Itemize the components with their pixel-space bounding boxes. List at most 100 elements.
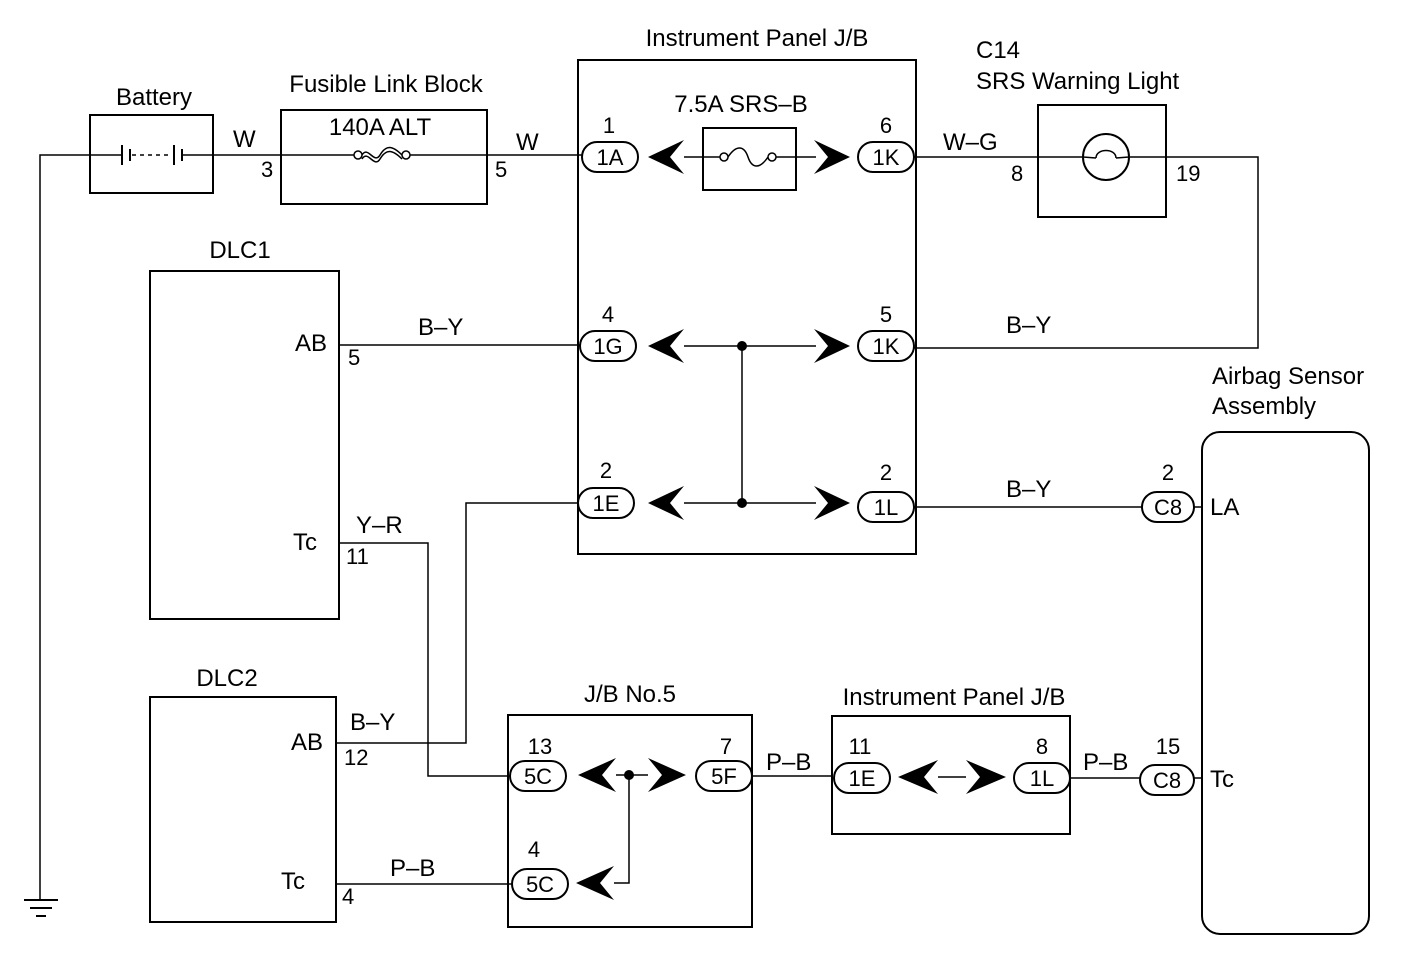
fusible-link-rating: 140A ALT — [329, 114, 432, 141]
instrument-panel-jb-top-title: Instrument Panel J/B — [646, 25, 869, 52]
connector-1e-label: 1E — [593, 491, 620, 516]
connector-5c-top-label: 5C — [524, 764, 552, 789]
chevron-1g — [648, 329, 684, 363]
sensor-la-terminal: LA — [1210, 494, 1239, 521]
fusible-link-block-box — [280, 109, 488, 205]
wire-color-sensor-la: B–Y — [1006, 476, 1051, 503]
splice-dots — [624, 341, 747, 780]
pin-jb5-5c-top: 13 — [528, 734, 552, 759]
wire-color-fl-to-jb: W — [516, 129, 539, 156]
wire-color-dlc1-ab: B–Y — [418, 314, 463, 341]
wire-color-dlc2-tc: P–B — [390, 855, 435, 882]
pin-jb5-5c-bottom: 4 — [528, 837, 540, 862]
pin-jb-1g: 4 — [602, 302, 614, 327]
pin-ipjb-1e: 11 — [849, 734, 872, 759]
connector-c8-la: C8 — [1141, 491, 1195, 523]
fusible-link-block-title: Fusible Link Block — [289, 71, 483, 98]
wire-color-labels: W W W–G B–Y B–Y B–Y Y–R B–Y P–B P–B P–B — [233, 126, 1128, 882]
srs-fuse-title: 7.5A SRS–B — [674, 91, 807, 118]
dlc1-title: DLC1 — [209, 237, 270, 264]
srs-fuse-symbol — [719, 147, 777, 167]
fusible-link-symbol — [353, 146, 411, 163]
dlc2-title: DLC2 — [196, 665, 257, 692]
connector-5f-label: 5F — [711, 764, 737, 789]
connector-5c-bottom-label: 5C — [526, 872, 554, 897]
chevron-1e — [648, 486, 684, 520]
connector-c8-tc-label: C8 — [1153, 768, 1181, 793]
pin-jb-1l: 2 — [880, 460, 892, 485]
chevron-ipjb-1l — [966, 760, 1006, 794]
jb-no5-box — [507, 714, 753, 928]
ground-wire — [39, 154, 94, 900]
connector-ipjb-1e: 1E — [833, 762, 891, 794]
jb5-splice-down — [614, 775, 630, 884]
wire-color-dlc2-ab: B–Y — [350, 709, 395, 736]
chevron-1k-top — [814, 140, 850, 174]
pin-jb-1k-top: 6 — [880, 113, 892, 138]
connector-1g: 1G — [579, 330, 637, 362]
chevron-ipjb-1e — [898, 760, 938, 794]
warning-lamp-symbol — [1082, 133, 1130, 181]
connector-1e: 1E — [577, 487, 635, 519]
pin-sensor-tc: 15 — [1156, 734, 1180, 759]
warning-light-title: SRS Warning Light — [976, 68, 1180, 95]
wire-warning-light-return — [914, 156, 1259, 349]
chevron-5c-top — [578, 758, 616, 792]
pin-jb-1k-mid: 5 — [880, 302, 892, 327]
connector-1g-label: 1G — [593, 334, 622, 359]
wire-color-jb-to-light: W–G — [943, 129, 998, 156]
wire-color-dlc1-tc: Y–R — [356, 512, 403, 539]
connector-1l: 1L — [857, 491, 915, 523]
pin-light-out: 19 — [1176, 161, 1200, 186]
connector-1a: 1A — [581, 141, 639, 173]
srs-fuse-box — [702, 127, 797, 191]
wire-color-jb5-to-ipjb: P–B — [766, 749, 811, 776]
pin-jb5-5f: 7 — [720, 734, 732, 759]
wire-color-ipjb-to-sensor: P–B — [1083, 749, 1128, 776]
battery-title: Battery — [116, 84, 192, 111]
wire-dlc2-ab-to-1e — [336, 502, 578, 744]
connector-1k-top-label: 1K — [873, 145, 900, 170]
dlc1-tc-terminal: Tc — [293, 529, 317, 556]
connector-ipjb-1l: 1L — [1013, 762, 1071, 794]
pin-numbers: 3 5 1 6 8 19 5 4 5 2 2 2 11 12 4 13 7 4 … — [261, 113, 1200, 909]
instrument-panel-jb-top-box — [577, 59, 917, 555]
battery-box — [89, 114, 214, 194]
pin-sensor-la: 2 — [1162, 460, 1174, 485]
wire-dlc1-tc-to-5c — [338, 542, 510, 777]
connector-pills: 1A 1K 1G 1K 1E 1L C8 5C — [509, 141, 1195, 900]
connector-c8-tc: C8 — [1139, 764, 1195, 796]
battery-symbol — [121, 145, 183, 165]
wire-color-light-return: B–Y — [1006, 312, 1051, 339]
pin-fl-in: 3 — [261, 157, 273, 182]
pin-ipjb-1l: 8 — [1036, 734, 1048, 759]
wire-color-bat-to-fl: W — [233, 126, 256, 153]
dlc2-ab-terminal: AB — [291, 729, 323, 756]
connector-1l-label: 1L — [874, 495, 898, 520]
pin-fl-out: 5 — [495, 157, 507, 182]
srs-warning-light-box — [1037, 104, 1167, 218]
terminal-labels: AB Tc AB Tc LA Tc — [281, 330, 1239, 895]
connector-1k-top: 1K — [857, 141, 915, 173]
pin-dlc1-tc: 11 — [346, 544, 369, 569]
pin-dlc2-ab: 12 — [344, 745, 368, 770]
airbag-sensor-title-line1: Airbag Sensor — [1212, 363, 1364, 390]
wires — [39, 154, 1259, 900]
chevron-1k-mid — [814, 329, 850, 363]
airbag-sensor-assembly-box — [1201, 431, 1370, 935]
splice-dot-jb5 — [624, 770, 634, 780]
pin-jb-1a: 1 — [603, 113, 615, 138]
ground-symbol — [24, 899, 58, 917]
chevron-5f — [648, 758, 686, 792]
component-titles: Battery Fusible Link Block 140A ALT Inst… — [116, 25, 1364, 711]
dlc2-box — [149, 696, 337, 923]
connector-ipjb-1l-label: 1L — [1030, 766, 1054, 791]
pin-light-in: 8 — [1011, 161, 1023, 186]
splice-dot-jb-row3 — [737, 498, 747, 508]
chevron-5c-bottom — [576, 866, 614, 900]
dlc1-box — [149, 270, 340, 620]
splice-dot-jb-row2 — [737, 341, 747, 351]
sensor-tc-terminal: Tc — [1210, 766, 1234, 793]
connector-ipjb-1e-label: 1E — [849, 766, 876, 791]
